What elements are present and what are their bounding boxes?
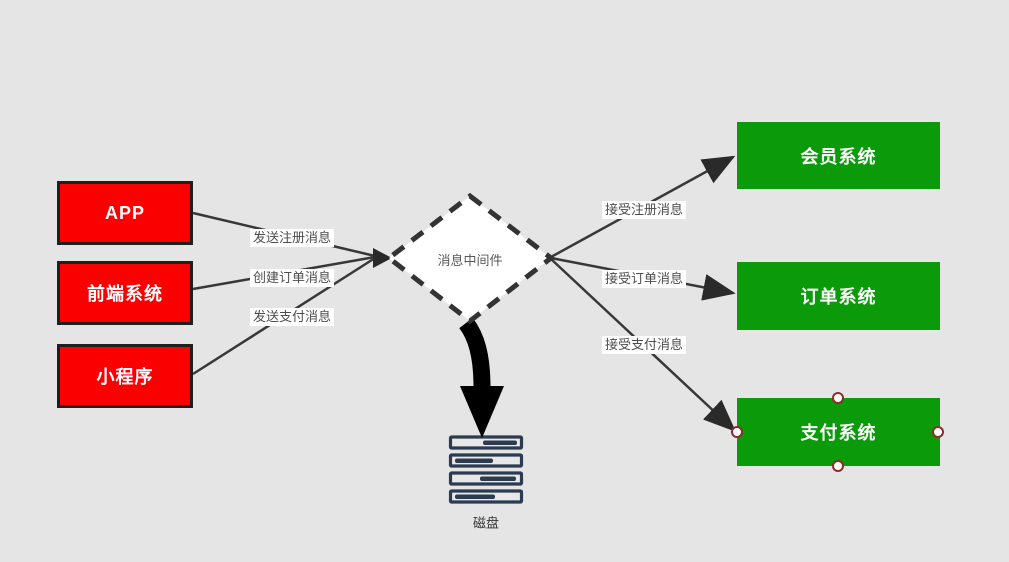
node-payment-system[interactable]: 支付系统 [737, 398, 940, 466]
selection-handle-right[interactable] [932, 426, 944, 438]
edge-label-create-order[interactable]: 创建订单消息 [249, 269, 335, 287]
edge-label-send-register[interactable]: 发送注册消息 [249, 229, 335, 247]
persist-arrow[interactable] [459, 317, 504, 438]
node-app-label: APP [104, 202, 145, 223]
message-middleware-label: 消息中间件 [437, 253, 503, 268]
disk-icon[interactable] [448, 435, 524, 504]
edge-label-send-payment[interactable]: 发送支付消息 [249, 308, 335, 326]
disk-label: 磁盘 [472, 515, 500, 531]
node-payment-system-label: 支付系统 [800, 423, 877, 443]
node-member-system[interactable]: 会员系统 [737, 122, 940, 189]
node-order-system-label: 订单系统 [800, 287, 877, 307]
edge-label-receive-register[interactable]: 接受注册消息 [601, 201, 687, 219]
edge-label-receive-order[interactable]: 接受订单消息 [601, 270, 687, 288]
selection-handle-bottom[interactable] [832, 460, 844, 472]
node-order-system[interactable]: 订单系统 [737, 262, 940, 330]
edge-label-receive-payment[interactable]: 接受支付消息 [601, 336, 687, 354]
node-app[interactable]: APP [57, 181, 193, 245]
node-mini-program[interactable]: 小程序 [57, 344, 193, 408]
node-frontend-system-label: 前端系统 [87, 284, 163, 304]
node-mini-program-label: 小程序 [96, 367, 154, 387]
node-frontend-system[interactable]: 前端系统 [57, 261, 193, 325]
selection-handle-top[interactable] [832, 392, 844, 404]
converge-arrowhead-icon [373, 248, 392, 268]
selection-handle-left[interactable] [731, 426, 743, 438]
message-middleware-diamond[interactable] [384, 192, 556, 325]
node-member-system-label: 会员系统 [800, 146, 877, 167]
